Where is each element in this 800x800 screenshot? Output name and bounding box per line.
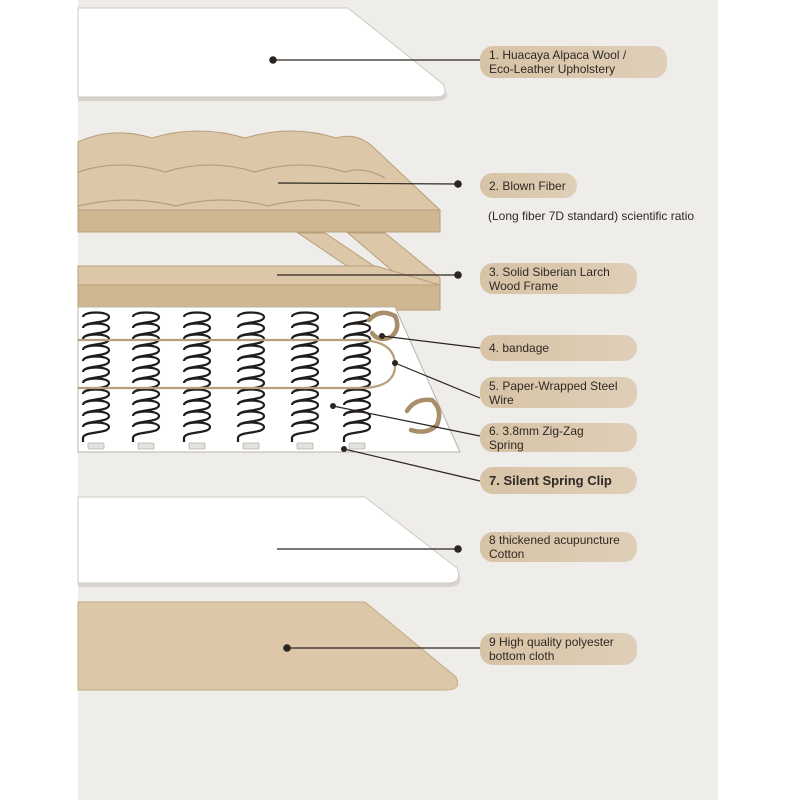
leader-dot-1: [269, 56, 277, 64]
spring-coil: [290, 311, 320, 442]
cotton-sheet: [77, 496, 460, 584]
frame-rail-top: [77, 265, 441, 286]
spring-group: [81, 311, 372, 450]
leader-line-5: [394, 362, 481, 399]
label-line: Wood Frame: [489, 278, 559, 293]
label-line: 4. bandage: [489, 341, 550, 355]
frame-rail-front: [77, 284, 441, 311]
bottom-cloth-sheet: [77, 601, 459, 691]
blown-fiber-note: (Long fiber 7D standard) scientific rati…: [488, 209, 695, 223]
layer-wood-frame: [77, 232, 441, 311]
leader-lines: [269, 56, 481, 652]
label-bottom-cloth: 9 High quality polyester bottom cloth: [480, 633, 637, 665]
upholstery-sheet-edge: [78, 89, 448, 101]
label-bandage: 4. bandage: [480, 335, 637, 361]
label-line: Spring: [489, 437, 524, 452]
label-paper-wrapped-wire: 5. Paper-Wrapped Steel Wire: [480, 377, 637, 408]
leader-dot-9: [283, 644, 291, 652]
label-line: Cotton: [489, 547, 525, 561]
label-line: 1. Huacaya Alpaca Wool /: [489, 48, 627, 62]
label-upholstery: 1. Huacaya Alpaca Wool / Eco-Leather Uph…: [480, 46, 667, 78]
spring-clip: [348, 442, 366, 450]
spring-coil: [131, 311, 161, 442]
layer-blown-fiber: [77, 130, 442, 233]
spring-coil: [342, 311, 372, 442]
spring-coil: [81, 311, 111, 442]
blown-fiber-front: [77, 209, 441, 233]
upholstery-sheet: [77, 7, 446, 98]
leader-dot-4: [379, 333, 385, 339]
label-line: 7. Silent Spring Clip: [489, 472, 612, 488]
label-line: 9 High quality polyester: [489, 635, 614, 649]
label-zig-zag-spring: 6. 3.8mm Zig-Zag Spring: [480, 423, 637, 452]
label-acupuncture-cotton: 8 thickened acupuncture Cotton: [480, 532, 637, 562]
layer-spring-deck: [77, 306, 461, 453]
spring-coil: [236, 311, 266, 442]
label-line: 8 thickened acupuncture: [489, 533, 620, 547]
leader-dot-8: [454, 545, 462, 553]
label-blown-fiber: 2. Blown Fiber: [480, 173, 577, 198]
blown-fiber-seam: [77, 164, 386, 179]
label-line: 3. Solid Siberian Larch: [489, 264, 610, 279]
spring-coil: [182, 311, 212, 442]
spring-clip: [296, 442, 314, 450]
leader-dot-3: [454, 271, 462, 279]
layer-upholstery: [77, 7, 448, 101]
label-line: 2. Blown Fiber: [489, 178, 566, 193]
paper-wrapped-wire-ring: [404, 397, 442, 434]
spring-clip: [137, 442, 155, 450]
label-line: Wire: [489, 392, 514, 407]
layer-bottom-cloth: [77, 601, 459, 691]
spring-clip: [242, 442, 260, 450]
leader-line-6: [332, 405, 481, 437]
label-line: 5. Paper-Wrapped Steel: [489, 378, 618, 393]
label-silent-spring-clip: 7. Silent Spring Clip: [480, 467, 637, 494]
leader-dot-5: [392, 360, 398, 366]
leader-line-4: [381, 335, 481, 349]
leader-dot-7: [341, 446, 347, 452]
label-line: Eco-Leather Upholstery: [489, 62, 616, 76]
spring-clip: [188, 442, 206, 450]
paper-wrapped-wire-ring: [366, 310, 400, 342]
leader-line-2: [277, 182, 459, 185]
label-line: bottom cloth: [489, 649, 555, 663]
leader-line-7: [343, 448, 481, 482]
blown-fiber-seam: [77, 199, 361, 207]
leader-dot-6: [330, 403, 336, 409]
label-wood-frame: 3. Solid Siberian Larch Wood Frame: [480, 263, 637, 294]
layer-acupuncture-cotton: [77, 496, 461, 587]
leader-dot-2: [454, 180, 462, 188]
label-line: 6. 3.8mm Zig-Zag: [489, 423, 584, 438]
spring-clip: [87, 442, 105, 450]
